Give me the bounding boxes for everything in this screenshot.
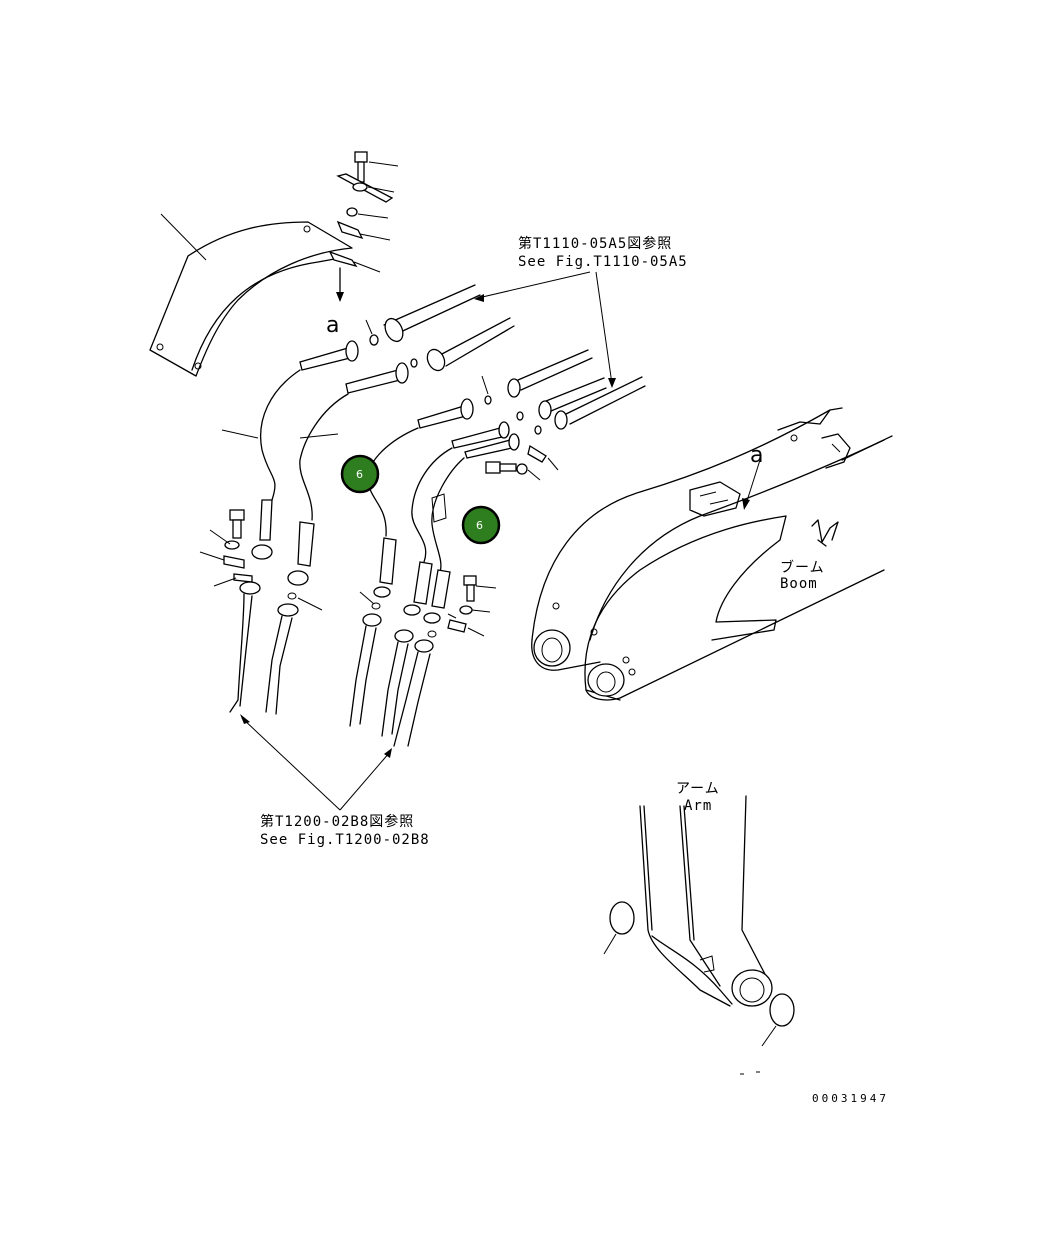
arm-label-ja: アーム [676, 781, 720, 797]
left-fittings [199, 499, 323, 715]
badge-label: 6 [476, 519, 483, 532]
cover-plate [149, 213, 353, 377]
view-a-label-boom: a [750, 443, 763, 468]
middle-fittings [349, 537, 497, 747]
view-a-label-upper: a [326, 313, 339, 338]
badge-label: 6 [356, 468, 363, 481]
swivel-fittings-top [299, 340, 559, 481]
boom-label-en: Boom [780, 576, 818, 592]
upper-hoses [365, 284, 646, 435]
boom-drawing [531, 407, 893, 701]
arm-drawing [603, 795, 795, 1075]
ref-bottom-ja: 第T1200-02B8図参照 [260, 813, 414, 830]
ref-top-ja: 第T1110-05A5図参照 [518, 235, 672, 252]
top-leader-lines [474, 271, 616, 388]
ref-bottom-en: See Fig.T1200-02B8 [260, 832, 430, 848]
drawing-number: 00031947 [812, 1092, 889, 1105]
boom-label-ja: ブーム [780, 559, 825, 576]
arm-label-en: Arm [684, 798, 712, 814]
callout-badge-2[interactable]: 6 [461, 505, 501, 545]
ref-top-en: See Fig.T1110-05A5 [518, 254, 688, 270]
callout-badge-1[interactable]: 6 [340, 454, 380, 494]
bottom-leader-lines [240, 714, 392, 811]
top-clamp-stack [328, 151, 399, 302]
